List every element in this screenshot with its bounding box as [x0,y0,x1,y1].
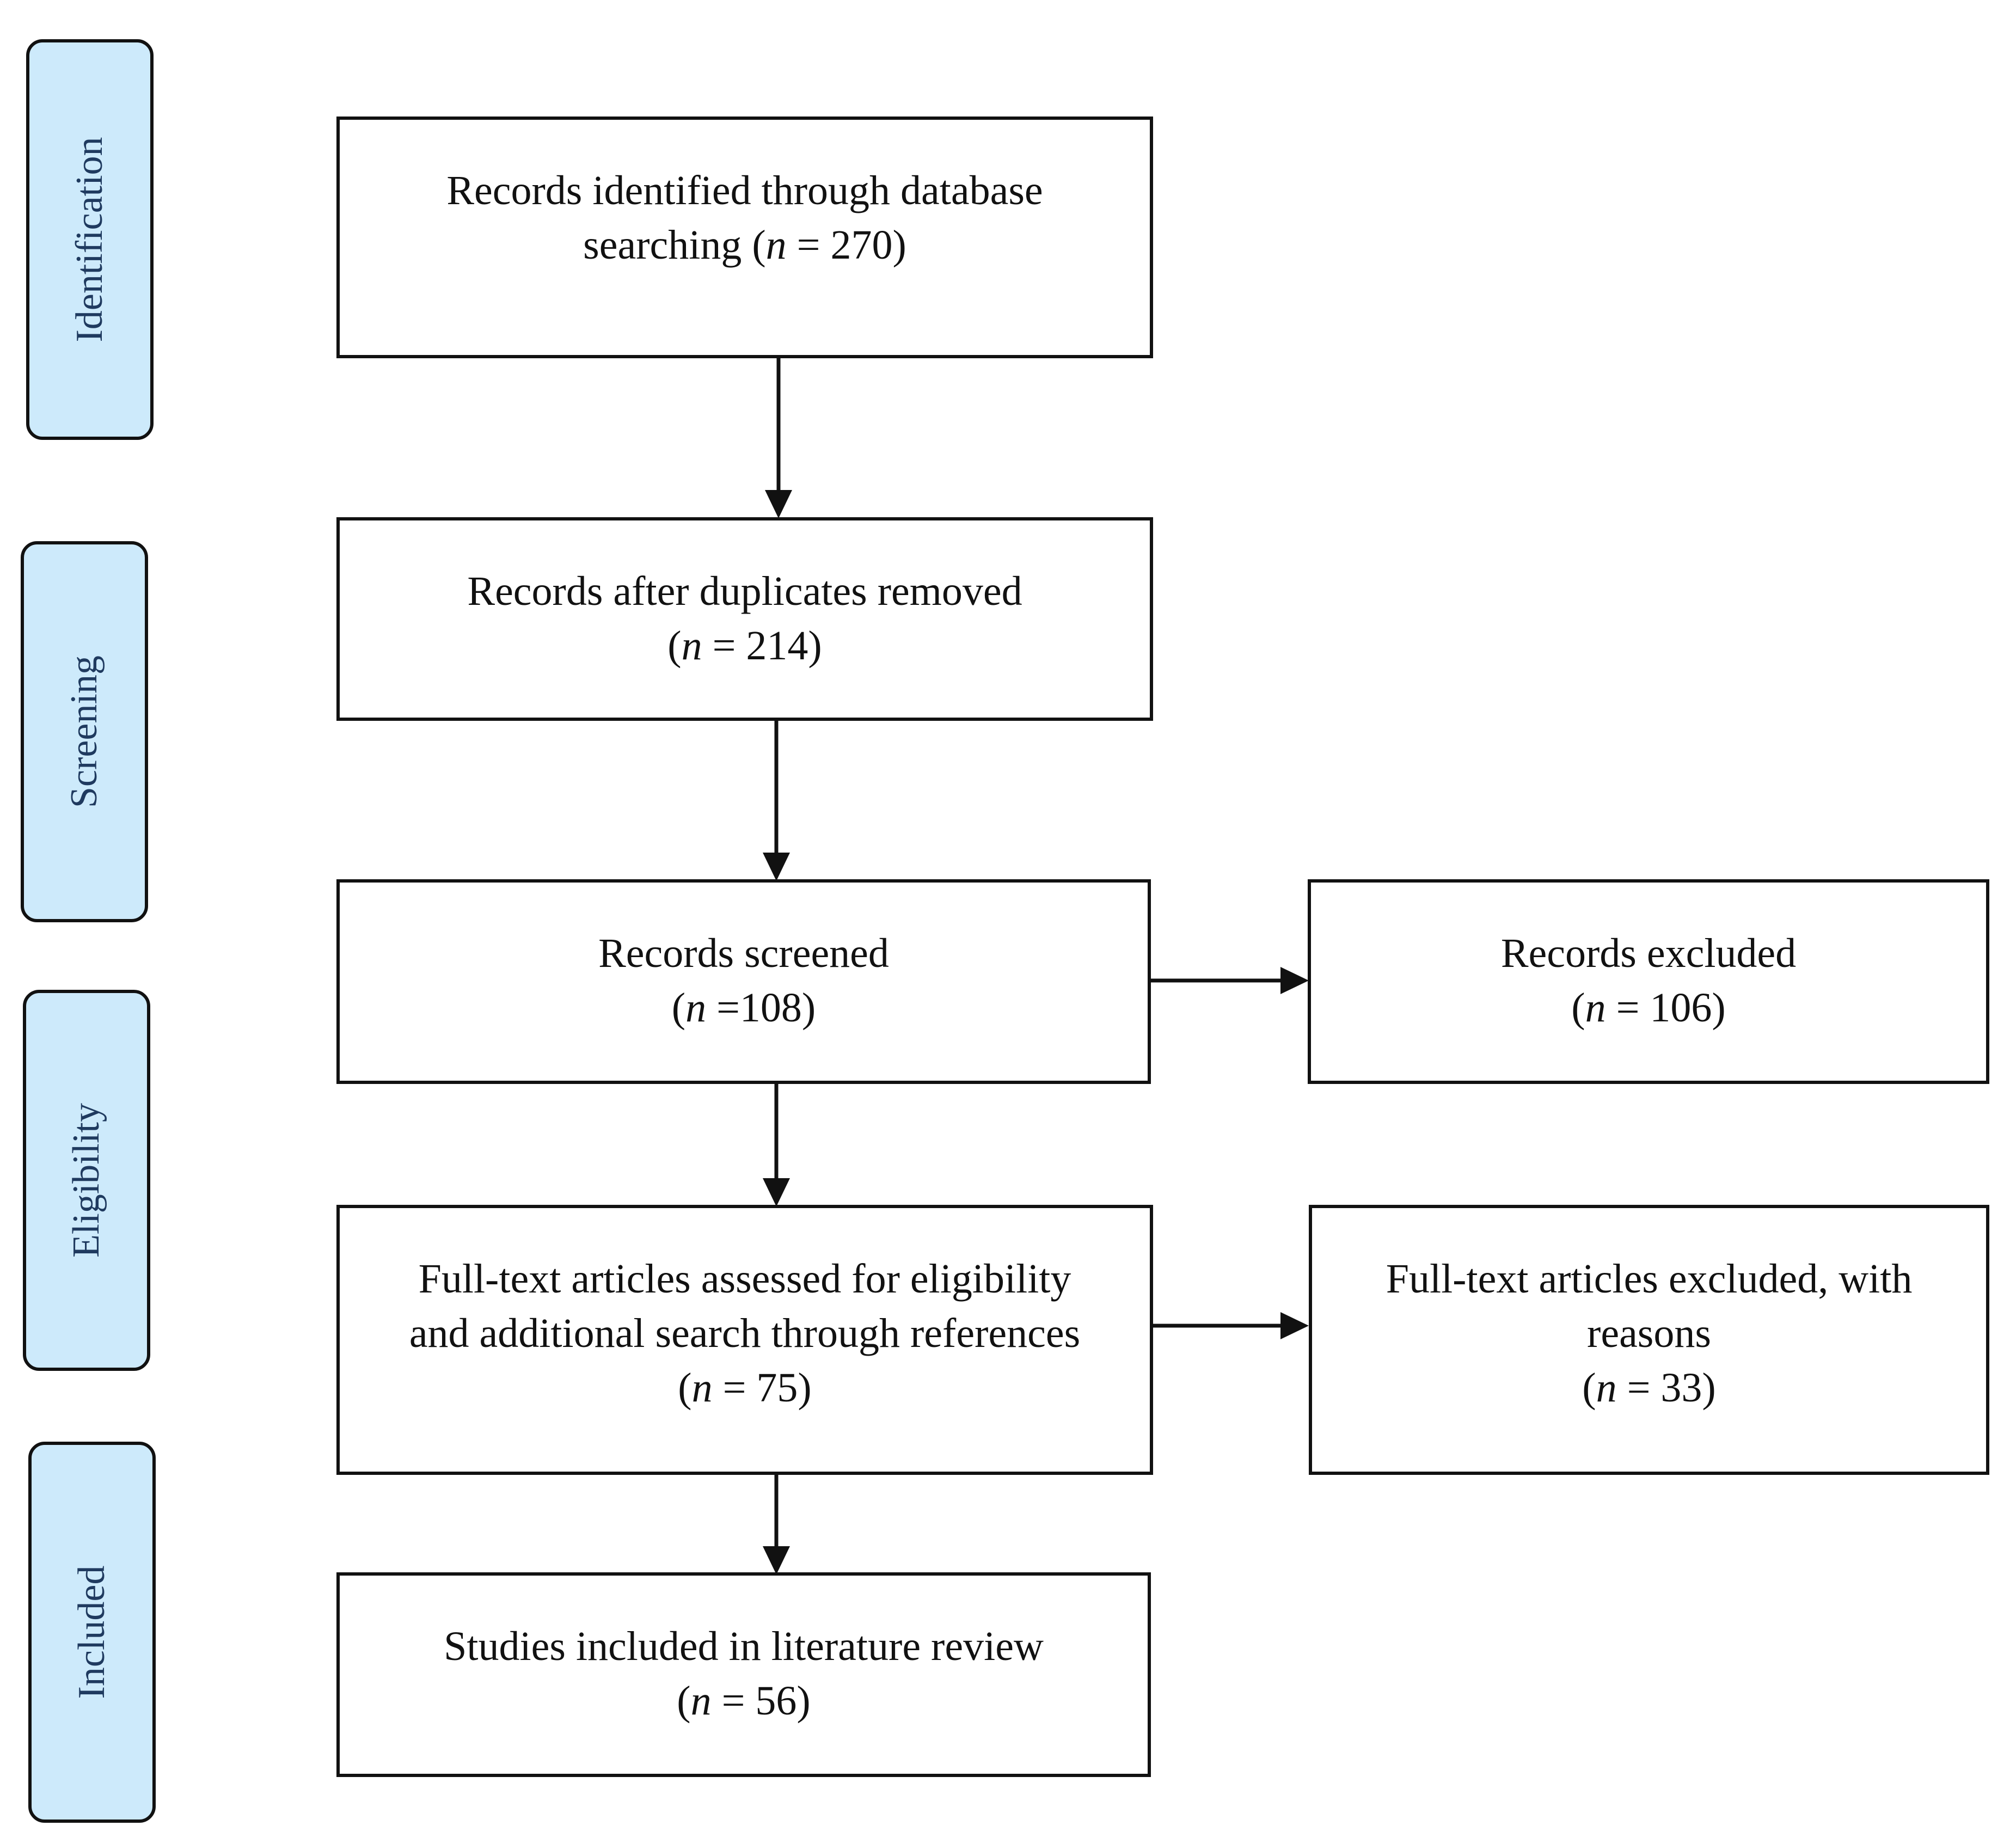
box-records-identified-line-2: searching (n = 270) [340,218,1150,272]
box-full-text-excluded-count-line: (n = 33) [1312,1361,1986,1415]
arrow-screened-to-full-text-head [763,1178,790,1206]
box-records-excluded: Records excluded (n = 106) [1308,879,1989,1084]
stage-included: Included [28,1442,156,1823]
box-studies-included-count: = 56) [711,1678,811,1724]
stage-screening: Screening [21,541,148,922]
box-full-text-assessed-open: ( [678,1365,692,1411]
stage-identification: Identification [26,39,154,440]
box-full-text-assessed-count: = 75) [712,1365,812,1411]
box-records-after-duplicates-line-1: Records after duplicates removed [467,568,1022,614]
box-full-text-assessed-line-1: Full-text articles assessed for eligibil… [418,1256,1071,1302]
box-records-identified: Records identified through database sear… [336,117,1153,358]
box-records-excluded-count-line: (n = 106) [1311,981,1986,1035]
box-records-after-duplicates-n-label: n [681,623,702,669]
box-records-identified-count: = 270) [786,222,906,268]
box-full-text-excluded-line-2: reasons [1587,1310,1711,1356]
stage-eligibility: Eligibility [23,990,150,1371]
box-records-excluded-n-label: n [1585,985,1606,1031]
box-studies-included: Studies included in literature review (n… [336,1572,1151,1777]
box-studies-included-n-label: n [690,1678,712,1724]
box-full-text-excluded-line-1: Full-text articles excluded, with [1386,1256,1913,1302]
arrow-full-text-to-included-head [763,1546,790,1575]
box-studies-included-count-line: (n = 56) [340,1674,1148,1728]
box-records-after-duplicates-count-line: (n = 214) [340,618,1150,673]
arrow-identified-to-duplicates-head [765,490,792,518]
box-full-text-assessed-count-line: (n = 75) [340,1361,1150,1415]
box-records-after-duplicates-open: ( [667,623,682,669]
box-records-excluded-open: ( [1571,985,1585,1031]
box-records-screened-count: =108) [706,985,816,1031]
box-records-screened-open: ( [671,985,686,1031]
arrow-screened-to-excluded-head [1280,967,1309,994]
box-studies-included-open: ( [677,1678,691,1724]
box-full-text-assessed-n-label: n [691,1365,713,1411]
box-records-identified-line-1: Records identified through database [446,168,1043,213]
box-records-screened: Records screened (n =108) [336,879,1151,1084]
box-records-screened-n-label: n [685,985,707,1031]
box-full-text-excluded-count: = 33) [1616,1365,1716,1411]
arrow-duplicates-to-screened-head [763,853,790,881]
box-records-after-duplicates: Records after duplicates removed (n = 21… [336,517,1153,721]
box-records-excluded-line-1: Records excluded [1500,930,1797,976]
box-records-identified-n-label: n [765,222,787,268]
stage-included-label: Included [71,1565,113,1699]
arrow-full-text-to-excluded-head [1280,1312,1309,1339]
box-full-text-excluded-n-label: n [1596,1365,1617,1411]
box-full-text-excluded-open: ( [1582,1365,1596,1411]
box-full-text-assessed-line-2: and additional search through references [409,1310,1081,1356]
box-records-excluded-count: = 106) [1606,985,1726,1031]
stage-identification-label: Identification [69,137,111,342]
box-records-screened-count-line: (n =108) [340,981,1148,1035]
stage-screening-label: Screening [63,655,105,808]
box-records-identified-prefix: searching ( [583,222,766,268]
box-studies-included-line-1: Studies included in literature review [444,1624,1044,1669]
box-full-text-assessed: Full-text articles assessed for eligibil… [336,1205,1153,1475]
stage-eligibility-label: Eligibility [65,1103,107,1258]
box-full-text-excluded: Full-text articles excluded, with reason… [1309,1205,1989,1475]
box-records-after-duplicates-count: = 214) [702,623,822,669]
box-records-screened-line-1: Records screened [598,930,889,976]
